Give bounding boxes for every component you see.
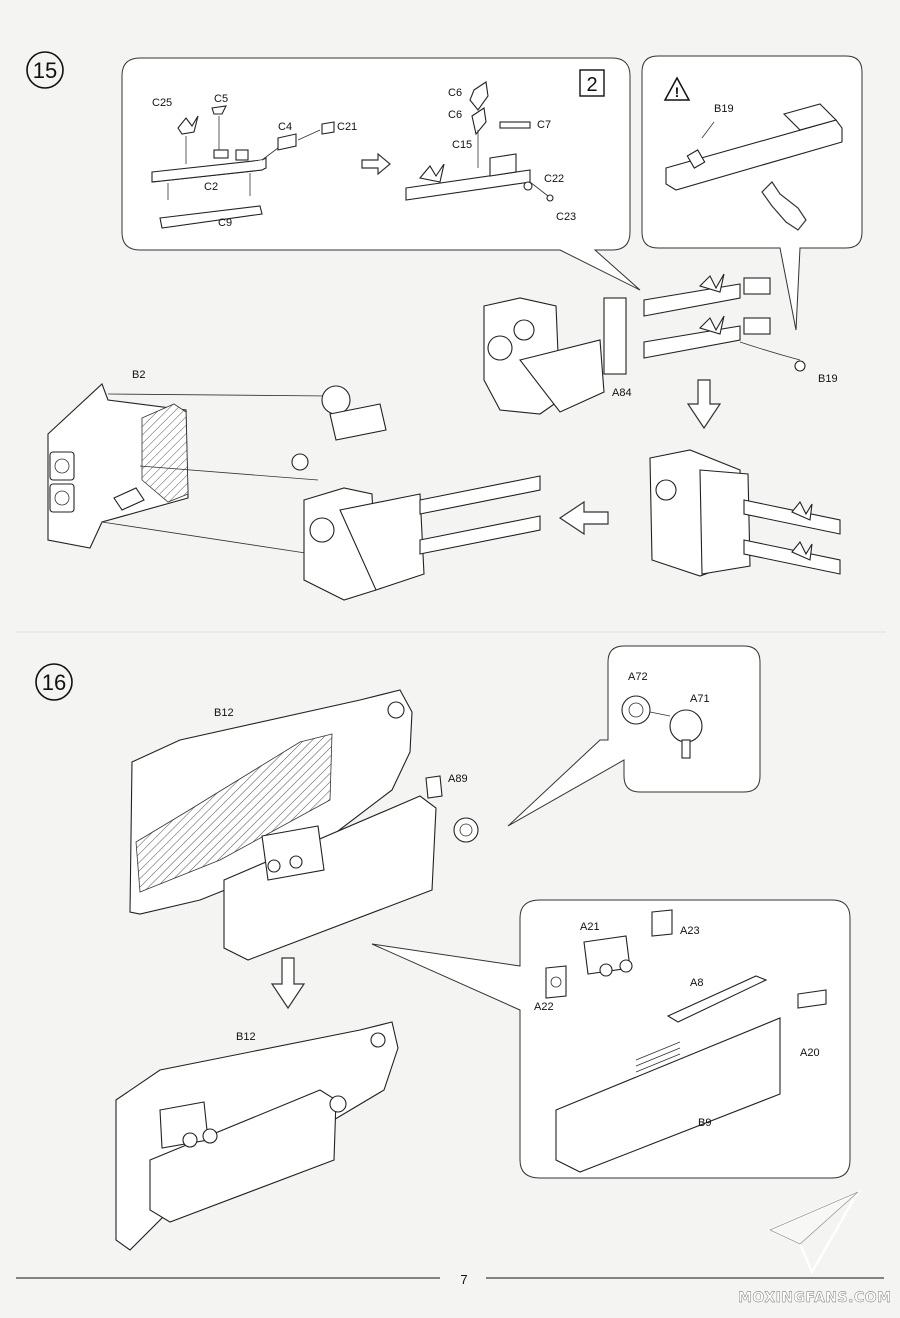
beam-c2-assembly <box>151 105 335 229</box>
assembled-beam <box>405 81 554 202</box>
label-c9: C9 <box>218 217 232 229</box>
label-b19-warning: B19 <box>714 103 734 115</box>
label-a23: A23 <box>680 925 700 937</box>
page-number: 7 <box>460 1272 467 1287</box>
label-a20: A20 <box>800 1047 820 1059</box>
label-c5: C5 <box>214 93 228 105</box>
watermark-logo: MOXINGFANS.COM <box>738 1189 892 1306</box>
lamp-detail-callout: A72 A71 <box>507 645 761 827</box>
label-c6-bottom: C6 <box>448 109 462 121</box>
label-c23: C23 <box>556 211 576 223</box>
label-a89: A89 <box>448 773 468 785</box>
label-b2: B2 <box>132 369 145 381</box>
svg-text:15: 15 <box>33 58 57 83</box>
svg-text:!: ! <box>675 84 680 100</box>
warning-callout: ! B19 <box>641 55 863 331</box>
label-c15: C15 <box>452 139 472 151</box>
parts-count-badge: 2 <box>579 69 605 97</box>
label-a8: A8 <box>690 977 703 989</box>
frame-panel-b12-upper: B12 A89 <box>129 689 479 961</box>
label-a22: A22 <box>534 1001 554 1013</box>
left-arrow-step15 <box>558 500 609 536</box>
gearbox-assembly-upper: A84 B19 <box>483 273 838 415</box>
label-b12-upper: B12 <box>214 707 234 719</box>
label-c7: C7 <box>537 119 551 131</box>
down-arrow-step16 <box>270 957 306 1010</box>
label-c4: C4 <box>278 121 292 133</box>
label-a21: A21 <box>580 921 600 933</box>
warning-icon: ! <box>663 76 691 101</box>
label-b12-lower: B12 <box>236 1031 256 1043</box>
label-c25: C25 <box>152 97 172 109</box>
label-c22: C22 <box>544 173 564 185</box>
down-arrow-step15 <box>686 379 722 430</box>
label-a84: A84 <box>612 387 632 399</box>
frame-panel-b2: B2 <box>47 369 331 555</box>
gearbox-assembly-center <box>291 385 541 601</box>
svg-text:2: 2 <box>586 74 597 96</box>
step-16-marker: 16 <box>35 663 73 701</box>
label-b9: B9 <box>698 1117 711 1129</box>
label-a72: A72 <box>628 671 648 683</box>
label-c2: C2 <box>204 181 218 193</box>
label-a71: A71 <box>690 693 710 705</box>
gearbox-assembly-result <box>649 449 841 577</box>
label-c21: C21 <box>337 121 357 133</box>
step-15-marker: 15 <box>26 51 64 89</box>
label-b19: B19 <box>818 373 838 385</box>
step-15-detail-callout: 2 C25 C5 C4 C21 C2 C9 <box>121 57 641 291</box>
box-detail-callout: A21 A23 A22 A8 A20 B9 <box>371 899 851 1179</box>
watermark-text: MOXINGFANS.COM <box>738 1290 892 1306</box>
svg-text:16: 16 <box>42 670 66 695</box>
label-c6-top: C6 <box>448 87 462 99</box>
frame-panel-b12-lower: B12 <box>115 1021 399 1251</box>
assembly-arrow <box>361 152 391 176</box>
